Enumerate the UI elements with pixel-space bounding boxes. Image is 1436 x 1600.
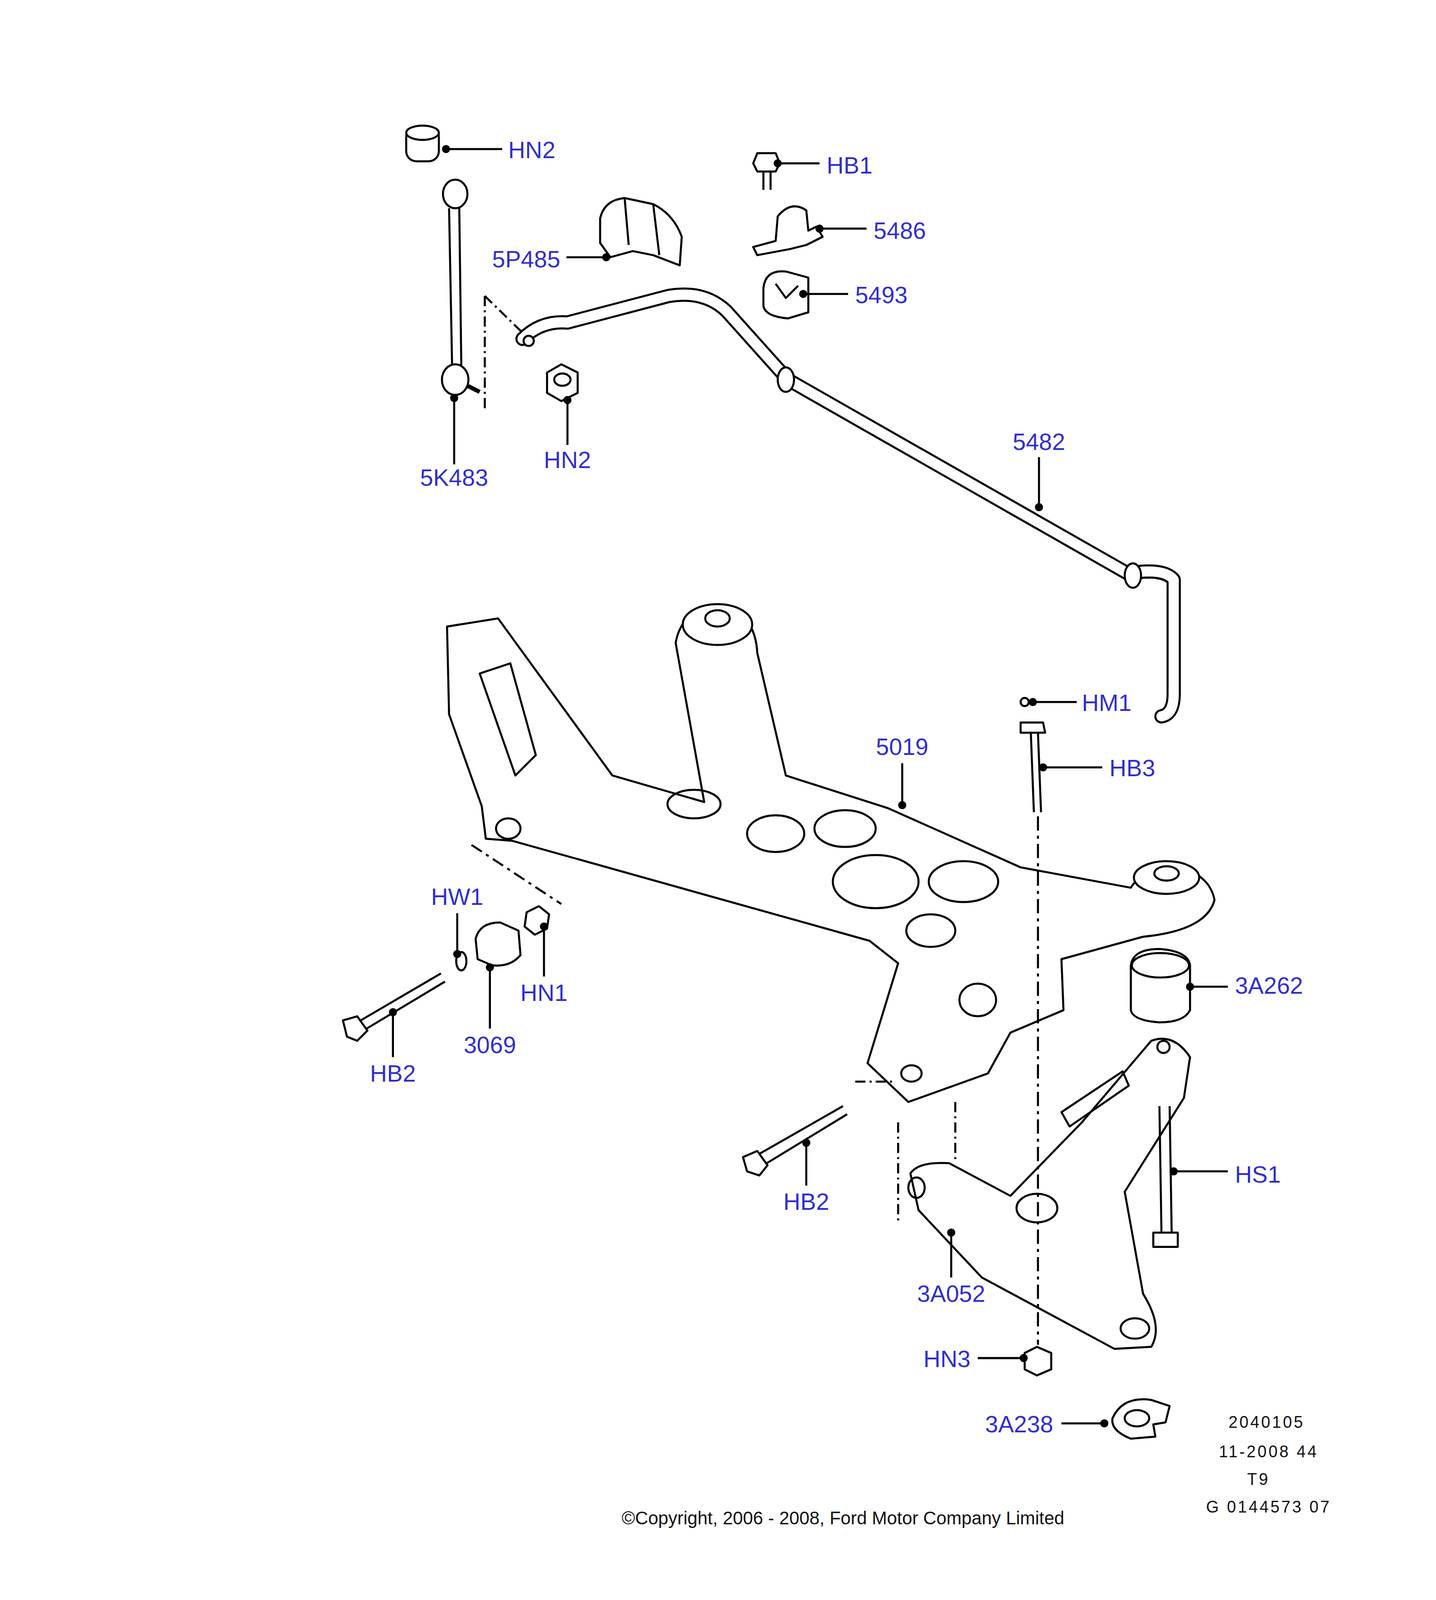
drawing-code: 2040105 — [1228, 1414, 1305, 1432]
callout-number: 3A238 — [984, 1412, 1053, 1437]
callout-number: HM1 — [1081, 691, 1132, 715]
drawing-code: T9 — [1246, 1471, 1270, 1489]
callout-number: HB2 — [369, 1062, 416, 1086]
callout-number: HB2 — [783, 1190, 830, 1214]
callout-number: HN3 — [923, 1347, 971, 1372]
callout-number: HS1 — [1234, 1163, 1281, 1187]
callout-number: HN2 — [543, 448, 592, 472]
drawing-code: G 0144573 07 — [1206, 1499, 1332, 1516]
callout-number: HN2 — [508, 138, 556, 162]
callout-number: 5P485 — [492, 247, 561, 272]
callout-number: 3A262 — [1234, 974, 1303, 998]
callout-number: 3069 — [463, 1033, 517, 1058]
callout-number: 5486 — [873, 218, 927, 243]
callout-number: HW1 — [431, 885, 484, 909]
callout-number: 5019 — [876, 735, 929, 759]
callout-number: 5K483 — [420, 465, 489, 490]
callout-number: 3A052 — [916, 1282, 985, 1306]
callout-number: HB3 — [1109, 756, 1155, 781]
callout-number: 5493 — [855, 283, 908, 307]
drawing-code: 11-2008 44 — [1218, 1444, 1319, 1461]
copyright-note: ©Copyright, 2006 - 2008, Ford Motor Comp… — [621, 1509, 1065, 1528]
callout-number: HB1 — [826, 153, 873, 178]
callout-number: 5482 — [1012, 430, 1066, 454]
callout-number: HN1 — [520, 981, 568, 1005]
